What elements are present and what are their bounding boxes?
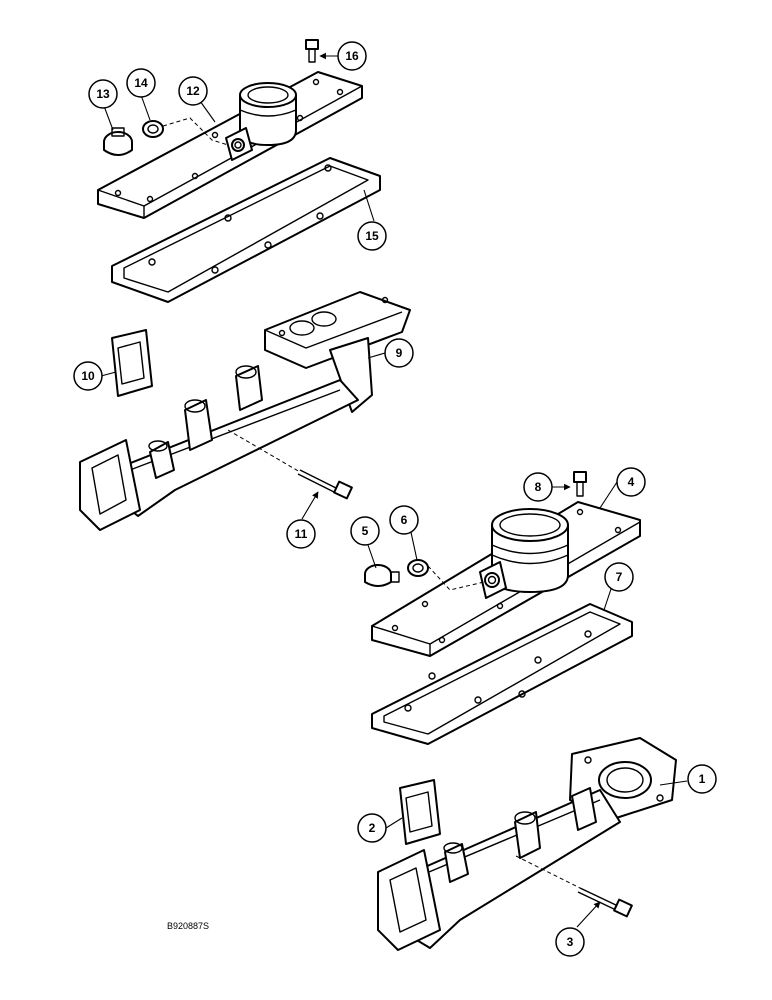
cover-plate-lower <box>371 501 641 657</box>
manifold-upper <box>79 291 411 531</box>
callout-14: 14 <box>126 68 156 98</box>
plug-upper <box>103 127 133 156</box>
callout-label: 2 <box>369 821 376 835</box>
callout-label: 9 <box>396 346 403 360</box>
callout-label: 10 <box>81 369 95 383</box>
washer-lower <box>407 559 429 577</box>
callout-13: 13 <box>88 79 118 109</box>
callout-label: 8 <box>535 480 542 494</box>
plug-lower <box>364 564 400 587</box>
callout-label: 15 <box>365 229 379 243</box>
leader-lines <box>100 52 688 928</box>
callout-label: 11 <box>295 527 308 541</box>
cover-plate-upper <box>97 71 363 219</box>
callout-label: 1 <box>699 772 706 786</box>
callout-11: 11 <box>286 519 316 549</box>
callout-label: 13 <box>96 87 110 101</box>
flange-gasket-lower <box>399 779 441 845</box>
bolt-lower-8 <box>573 471 587 497</box>
gasket-lower <box>371 603 633 745</box>
bolt-lower-3 <box>577 887 633 918</box>
callout-label: 7 <box>616 570 623 584</box>
gasket-upper <box>111 157 381 303</box>
callout-label: 6 <box>401 513 408 527</box>
callout-9: 9 <box>384 338 414 368</box>
washer-upper <box>142 120 164 138</box>
callout-label: 14 <box>134 76 148 90</box>
callout-16: 16 <box>337 41 367 71</box>
manifold-lower <box>377 737 677 951</box>
callout-label: 16 <box>345 49 359 63</box>
flange-gasket-upper <box>111 329 153 397</box>
callout-12: 12 <box>178 76 208 106</box>
bolt-upper-16 <box>305 39 319 63</box>
bolt-upper-11 <box>297 469 353 500</box>
callout-10: 10 <box>73 361 103 391</box>
callout-1: 1 <box>687 764 717 794</box>
callout-3: 3 <box>555 927 585 957</box>
callout-8: 8 <box>523 472 553 502</box>
callout-5: 5 <box>350 516 380 546</box>
reference-code: B920887S <box>167 921 209 931</box>
callout-2: 2 <box>357 813 387 843</box>
callout-label: 4 <box>628 475 635 489</box>
callout-label: 12 <box>186 84 200 98</box>
callout-label: 3 <box>567 935 574 949</box>
callout-6: 6 <box>389 505 419 535</box>
callout-label: 5 <box>362 524 369 538</box>
callout-4: 4 <box>616 467 646 497</box>
callout-15: 15 <box>357 221 387 251</box>
callout-7: 7 <box>604 562 634 592</box>
